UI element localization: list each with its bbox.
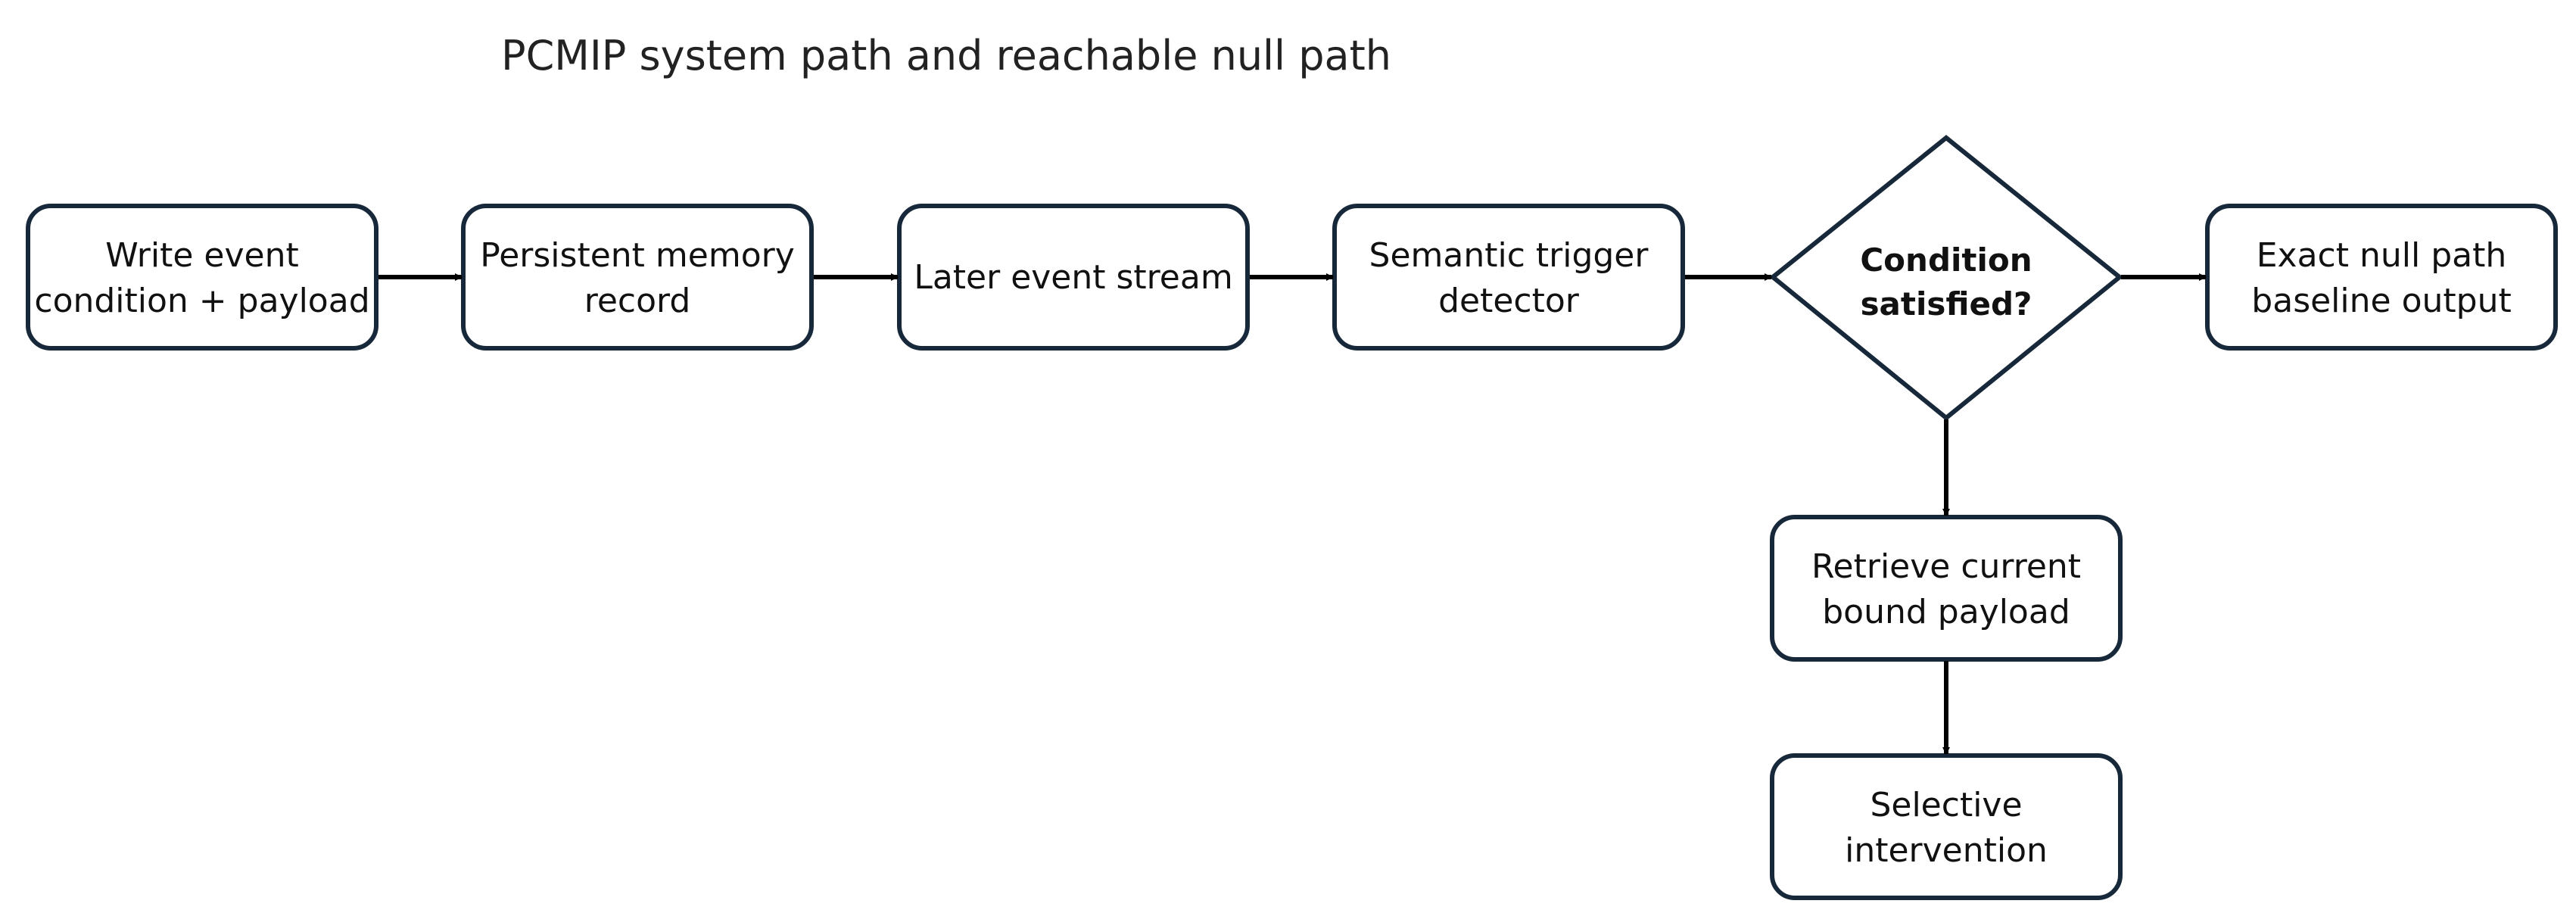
node-condition-decision: Condition satisfied? xyxy=(1769,135,2123,421)
node-condition-line1: Condition xyxy=(1860,241,2032,279)
node-retrieve-payload: Retrieve current bound payload xyxy=(1770,515,2123,662)
node-persistent-memory-line1: Persistent memory xyxy=(480,236,795,275)
node-write-event-line1: Write event xyxy=(105,236,298,275)
node-retrieve-payload-line1: Retrieve current xyxy=(1811,547,2081,586)
node-write-event: Write event condition + payload xyxy=(26,204,378,351)
node-persistent-memory-line2: record xyxy=(584,282,691,320)
node-write-event-line2: condition + payload xyxy=(34,282,369,320)
node-semantic-trigger: Semantic trigger detector xyxy=(1332,204,1685,351)
node-semantic-trigger-line2: detector xyxy=(1438,282,1580,320)
node-retrieve-payload-line2: bound payload xyxy=(1822,593,2070,631)
node-selective-intervention: Selective intervention xyxy=(1770,753,2123,900)
diagram-title: PCMIP system path and reachable null pat… xyxy=(501,32,1391,79)
node-later-event-stream: Later event stream xyxy=(897,204,1250,351)
node-exact-null-path: Exact null path baseline output xyxy=(2205,204,2558,351)
node-selective-intervention-line2: intervention xyxy=(1845,831,2048,870)
node-selective-intervention-line1: Selective xyxy=(1870,786,2022,824)
node-exact-null-path-line1: Exact null path xyxy=(2257,236,2506,275)
node-persistent-memory: Persistent memory record xyxy=(461,204,814,351)
node-exact-null-path-line2: baseline output xyxy=(2251,282,2511,320)
node-later-event-stream-line1: Later event stream xyxy=(914,258,1232,297)
node-condition-line2: satisfied? xyxy=(1861,285,2032,323)
node-semantic-trigger-line1: Semantic trigger xyxy=(1369,236,1649,275)
